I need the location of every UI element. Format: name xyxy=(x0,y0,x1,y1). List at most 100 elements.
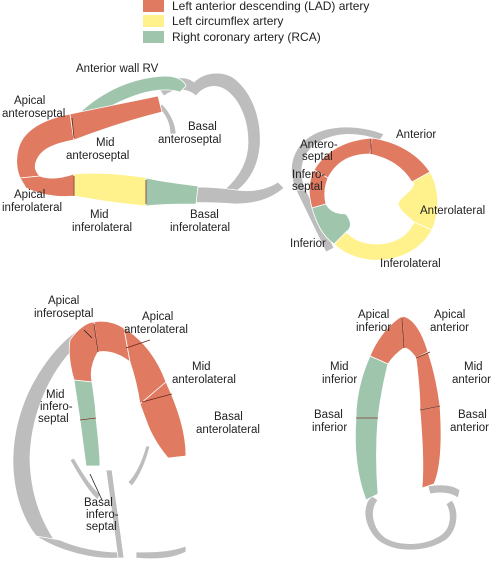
a4c-base xyxy=(35,535,187,560)
sax-rv-lower xyxy=(295,189,335,253)
a2c-label-basal-anterior-2: anterior xyxy=(450,422,489,434)
a2c-atrium xyxy=(364,495,458,551)
a2c-label-mid-anterior: Mid anterior xyxy=(452,361,491,386)
a2c-label-apical-anterior-2: anterior xyxy=(430,322,469,334)
plax-label-apical-anteroseptal-1: Apical xyxy=(14,95,45,107)
legend-item-rca: Right coronary artery (RCA) xyxy=(143,30,321,44)
plax-label-basal-inferolateral-2: inferolateral xyxy=(170,222,230,234)
plax-label-apical-inferolateral: Apical inferolateral xyxy=(2,189,62,214)
a4c-mid-inferoseptal xyxy=(73,379,97,421)
a2c-label-basal-anterior: Basal anterior xyxy=(450,409,490,434)
legend-swatch-lad xyxy=(143,0,164,12)
a2c-apical-anterior xyxy=(401,315,429,359)
plax-label-apical-anteroseptal-2: anteroseptal xyxy=(2,108,65,120)
plax-anterior-wall-rv xyxy=(73,75,187,125)
a4c-label-basal-anterolateral-2: anterolateral xyxy=(196,424,260,436)
a4c-label-mid-inferoseptal: Mid infero- septal xyxy=(38,389,76,425)
a4c-label-mid-anterolateral: Mid anterolateral xyxy=(172,361,236,386)
a4c-label-apical-anterolateral-1: Apical xyxy=(142,311,173,323)
a4c-basal-anterolateral xyxy=(139,381,187,459)
sax-label-anterolateral: Anterolateral xyxy=(420,205,485,217)
a4c-label-basal-inferoseptal-1: Basal xyxy=(84,497,113,509)
sax-label-inferoseptal: Infero- septal xyxy=(292,169,328,193)
a2c-label-apical-anterior: Apical anterior xyxy=(430,309,469,334)
plax-label-mid-inferolateral-1: Mid xyxy=(90,209,109,221)
a2c-mid-anterior xyxy=(415,351,441,411)
plax-basal-inferolateral xyxy=(145,177,199,207)
a4c-label-apical-anterolateral-2: anterolateral xyxy=(124,324,188,336)
sax-label-inferoseptal-2: septal xyxy=(292,181,323,193)
legend-item-lcx: Left circumflex artery xyxy=(143,14,283,28)
a4c-tick-3 xyxy=(141,393,173,403)
a4c-label-basal-inferoseptal: Basal infero- septal xyxy=(84,497,122,533)
a4c-label-mid-inferoseptal-2: infero- xyxy=(40,401,73,413)
plax-label-mid-anteroseptal-1: Mid xyxy=(96,137,115,149)
a2c-label-mid-inferior: Mid inferior xyxy=(322,361,357,386)
a4c-tick-1 xyxy=(93,323,99,353)
sax-label-inferoseptal-1: Infero- xyxy=(292,169,325,181)
apical-two-chamber-view: Apical inferior Apical anterior Mid infe… xyxy=(312,309,491,551)
plax-tick-1 xyxy=(71,117,75,139)
a4c-label-mid-anterolateral-2: anterolateral xyxy=(172,374,236,386)
a2c-label-mid-inferior-2: inferior xyxy=(322,374,357,386)
plax-label-basal-inferolateral-1: Basal xyxy=(190,209,219,221)
sax-inferior xyxy=(311,203,351,245)
a4c-label-basal-inferoseptal-3: septal xyxy=(86,521,117,533)
legend-swatch-rca xyxy=(143,31,164,43)
a2c-label-mid-anterior-1: Mid xyxy=(464,361,483,373)
plax-mid-inferolateral xyxy=(73,172,149,207)
legend-label-lcx: Left circumflex artery xyxy=(172,14,283,28)
a2c-label-apical-inferior-1: Apical xyxy=(358,309,389,321)
a4c-label-basal-anterolateral: Basal anterolateral xyxy=(196,411,260,436)
legend-label-lad: Left anterior descending (LAD) artery xyxy=(172,0,369,13)
plax-label-apical-anteroseptal: Apical anteroseptal xyxy=(2,95,65,120)
a4c-leader-basal-inferoseptal xyxy=(89,473,103,501)
a4c-label-mid-inferoseptal-3: septal xyxy=(38,413,69,425)
a4c-label-basal-anterolateral-1: Basal xyxy=(214,411,243,423)
a2c-label-basal-inferior-1: Basal xyxy=(314,409,343,421)
a4c-label-apical-inferoseptal: Apical inferoseptal xyxy=(34,295,93,320)
plax-label-basal-inferolateral: Basal inferolateral xyxy=(170,209,230,234)
a4c-label-mid-inferoseptal-1: Mid xyxy=(46,389,65,401)
a4c-leader-apical-inferoseptal xyxy=(83,329,93,339)
legend-label-rca: Right coronary artery (RCA) xyxy=(172,30,321,44)
plax-label-mid-inferolateral-2: inferolateral xyxy=(72,222,132,234)
a4c-tick-4 xyxy=(79,417,97,421)
legend-swatch-lcx xyxy=(143,15,164,27)
plax-label-basal-anteroseptal-1: Basal xyxy=(188,121,217,133)
plax-label-mid-anteroseptal-2: anteroseptal xyxy=(66,150,129,162)
sax-label-inferolateral: Inferolateral xyxy=(380,258,441,270)
plax-mid-anteroseptal xyxy=(69,95,163,141)
plax-label-mid-anteroseptal: Mid anteroseptal xyxy=(66,137,129,162)
a2c-basal-anterior xyxy=(419,405,442,489)
sax-label-anteroseptal: Antero- septal xyxy=(300,139,341,163)
plax-label-apical-inferolateral-1: Apical xyxy=(14,189,45,201)
a2c-label-apical-inferior: Apical inferior xyxy=(356,309,393,334)
a2c-mid-inferior xyxy=(355,355,389,419)
a4c-basal-inferoseptal xyxy=(79,417,101,467)
a2c-basal-inferior xyxy=(354,417,379,501)
sax-anterolateral xyxy=(397,171,439,231)
sax-label-anteroseptal-1: Antero- xyxy=(300,139,338,151)
a4c-atrial-septum xyxy=(105,469,125,559)
a2c-label-apical-anterior-1: Apical xyxy=(434,309,465,321)
a4c-label-apical-inferoseptal-2: inferoseptal xyxy=(34,308,93,320)
a2c-label-basal-anterior-1: Basal xyxy=(458,409,487,421)
a4c-valves xyxy=(69,445,151,501)
plax-label-anterior-wall-rv: Anterior wall RV xyxy=(76,63,159,75)
sax-label-inferior: Inferior xyxy=(290,238,326,250)
a2c-tick-2 xyxy=(415,351,431,359)
plax-label-apical-inferolateral-2: inferolateral xyxy=(2,202,62,214)
a4c-apical-inferoseptal xyxy=(68,321,99,383)
a4c-label-apical-inferoseptal-1: Apical xyxy=(48,295,79,307)
plax-apical-anteroseptal xyxy=(16,113,75,179)
short-axis-view: Antero- septal Anterior Infero- septal A… xyxy=(290,126,485,270)
a2c-tick-1 xyxy=(401,317,405,349)
legend-item-lad: Left anterior descending (LAD) artery xyxy=(143,0,369,13)
sax-anterior xyxy=(369,137,431,183)
a4c-label-apical-anterolateral: Apical anterolateral xyxy=(124,311,188,336)
parasternal-long-axis-view: Anterior wall RV Apical anteroseptal Mid… xyxy=(2,63,285,234)
a2c-label-mid-inferior-1: Mid xyxy=(330,361,349,373)
a2c-label-basal-inferior-2: inferior xyxy=(312,422,347,434)
